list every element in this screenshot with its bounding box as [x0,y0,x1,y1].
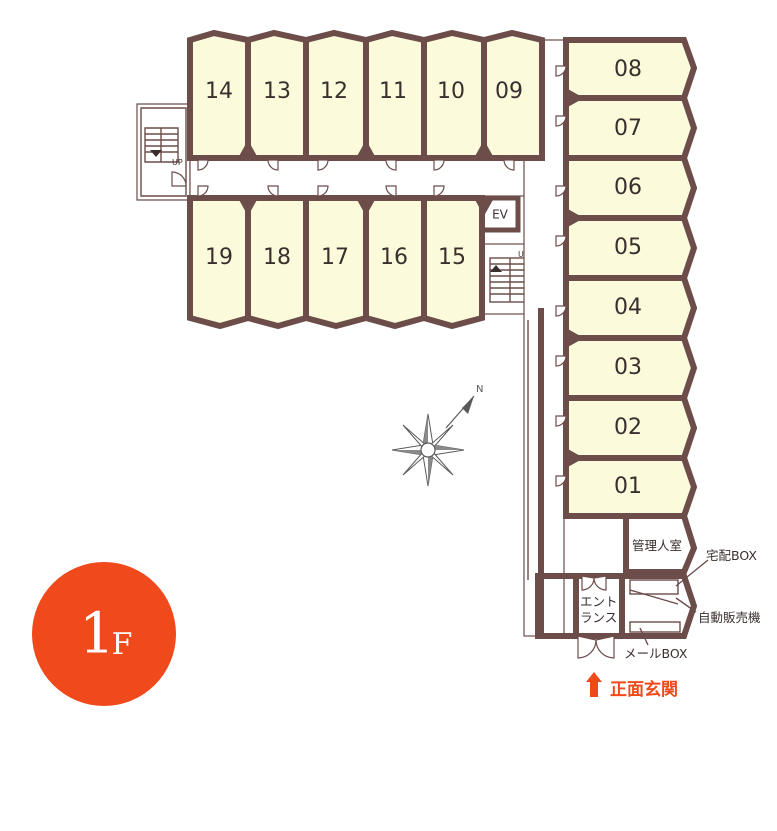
svg-text:13: 13 [263,79,291,104]
svg-text:08: 08 [614,57,642,82]
svg-text:15: 15 [438,245,466,270]
room-17: 17 [303,195,369,330]
delivery-box-label: 宅配BOX [706,548,757,563]
svg-text:04: 04 [614,295,642,320]
main-entrance-label: 正面玄関 [610,679,678,700]
stairs-left: UP [136,103,191,201]
svg-text:18: 18 [263,245,291,270]
room-19: 19 [187,195,251,330]
rooms-bottom-row: 19 18 17 16 15 [187,195,494,330]
svg-text:14: 14 [205,79,233,104]
floor-number: 1 [79,602,115,667]
svg-text:16: 16 [380,245,408,270]
up-arrow-icon [490,265,502,272]
room-16: 16 [363,195,427,330]
floor-suffix: F [112,627,133,662]
room-18: 18 [245,195,309,330]
mail-box-label: メールBOX [624,646,688,661]
svg-text:05: 05 [614,235,642,260]
room-13: 13 [245,29,309,161]
up-arrow-icon [586,672,602,697]
svg-text:09: 09 [495,79,523,104]
room-10: 10 [421,29,487,161]
svg-text:11: 11 [379,79,407,104]
stairs-up-label-left: UP [172,158,183,167]
svg-text:01: 01 [614,474,642,499]
room-01: 01 [563,455,698,519]
svg-text:12: 12 [320,79,348,104]
room-14: 14 [187,29,251,161]
svg-text:10: 10 [437,79,465,104]
room-04: 04 [563,275,698,341]
room-02: 02 [563,395,698,461]
room-05: 05 [563,215,698,281]
room-12: 12 [303,29,369,161]
room-09: 09 [481,29,545,161]
svg-text:07: 07 [614,116,642,141]
floor-badge: 1 F [32,562,176,706]
room-08: 08 [563,37,698,101]
svg-text:03: 03 [614,355,642,380]
room-06: 06 [563,155,698,221]
rooms-top-row: 14 13 12 11 10 09 [187,29,545,161]
right-doors [555,65,567,487]
entrance-label-1: エント [580,594,618,609]
svg-text:02: 02 [614,415,642,440]
rooms-right-column: 08 07 06 05 04 03 02 01 [563,37,698,519]
main-entrance: 正面玄関 [586,672,678,700]
hallway-doors [197,159,515,197]
svg-text:06: 06 [614,175,642,200]
compass-north-label: N [476,384,483,395]
entrance-block: 管理人室 エント ランス [535,513,698,659]
vending-machine-label: 自動販売機 [698,610,761,625]
svg-text:EV: EV [492,208,509,222]
manager-room-label: 管理人室 [632,538,682,553]
compass-icon: N [391,384,483,487]
down-arrow-icon [150,150,162,157]
svg-text:19: 19 [205,245,233,270]
room-03: 03 [563,335,698,401]
svg-text:17: 17 [321,245,349,270]
room-07: 07 [563,95,698,161]
entrance-label-2: ランス [580,610,617,625]
hallway-left-wing [189,159,531,197]
room-15: 15 [421,195,485,330]
room-11: 11 [363,29,427,161]
